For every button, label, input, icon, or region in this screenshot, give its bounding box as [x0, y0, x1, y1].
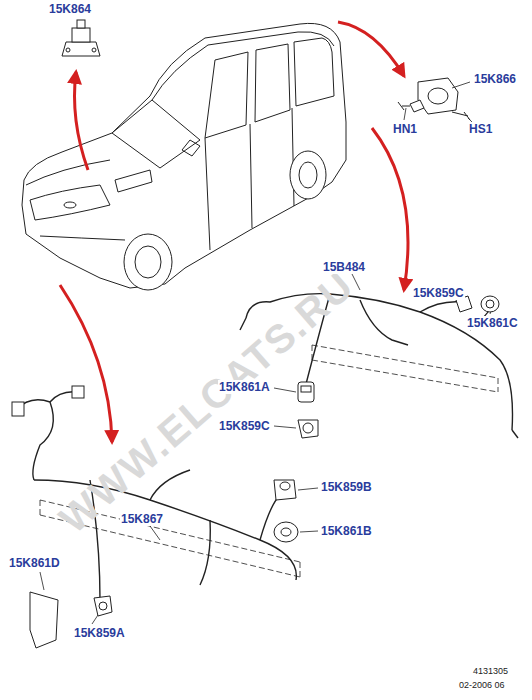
rear-harness: [240, 294, 518, 438]
part-number: 15K861A: [218, 380, 271, 394]
part-number: 15K864: [48, 2, 92, 16]
part-number: 15K859C: [412, 286, 465, 300]
part-number: HS1: [468, 122, 493, 136]
part-number: HN1: [392, 122, 418, 136]
part-number: 15K859A: [73, 626, 126, 640]
part-number: 15K867: [120, 512, 164, 526]
part-number: 15K866: [473, 72, 517, 86]
reference-lines: [40, 345, 498, 577]
part-number: 15K861B: [320, 524, 373, 538]
part-number: 15K861D: [8, 556, 61, 570]
watermark: WWW.ELCATS.RU: [60, 273, 353, 530]
vehicle-outline: [22, 23, 346, 290]
buzzer-part: [62, 20, 100, 56]
front-sensor-parts: [12, 386, 298, 648]
part-number: 15K861C: [466, 316, 519, 330]
module-part: [398, 78, 470, 120]
drawing-number: 02-2006 06: [458, 680, 506, 691]
part-number: 15B484: [322, 260, 366, 274]
part-number: 15K859C: [218, 419, 271, 433]
part-number: 15K859B: [320, 480, 373, 494]
drawing-number: 4131305: [472, 666, 509, 677]
